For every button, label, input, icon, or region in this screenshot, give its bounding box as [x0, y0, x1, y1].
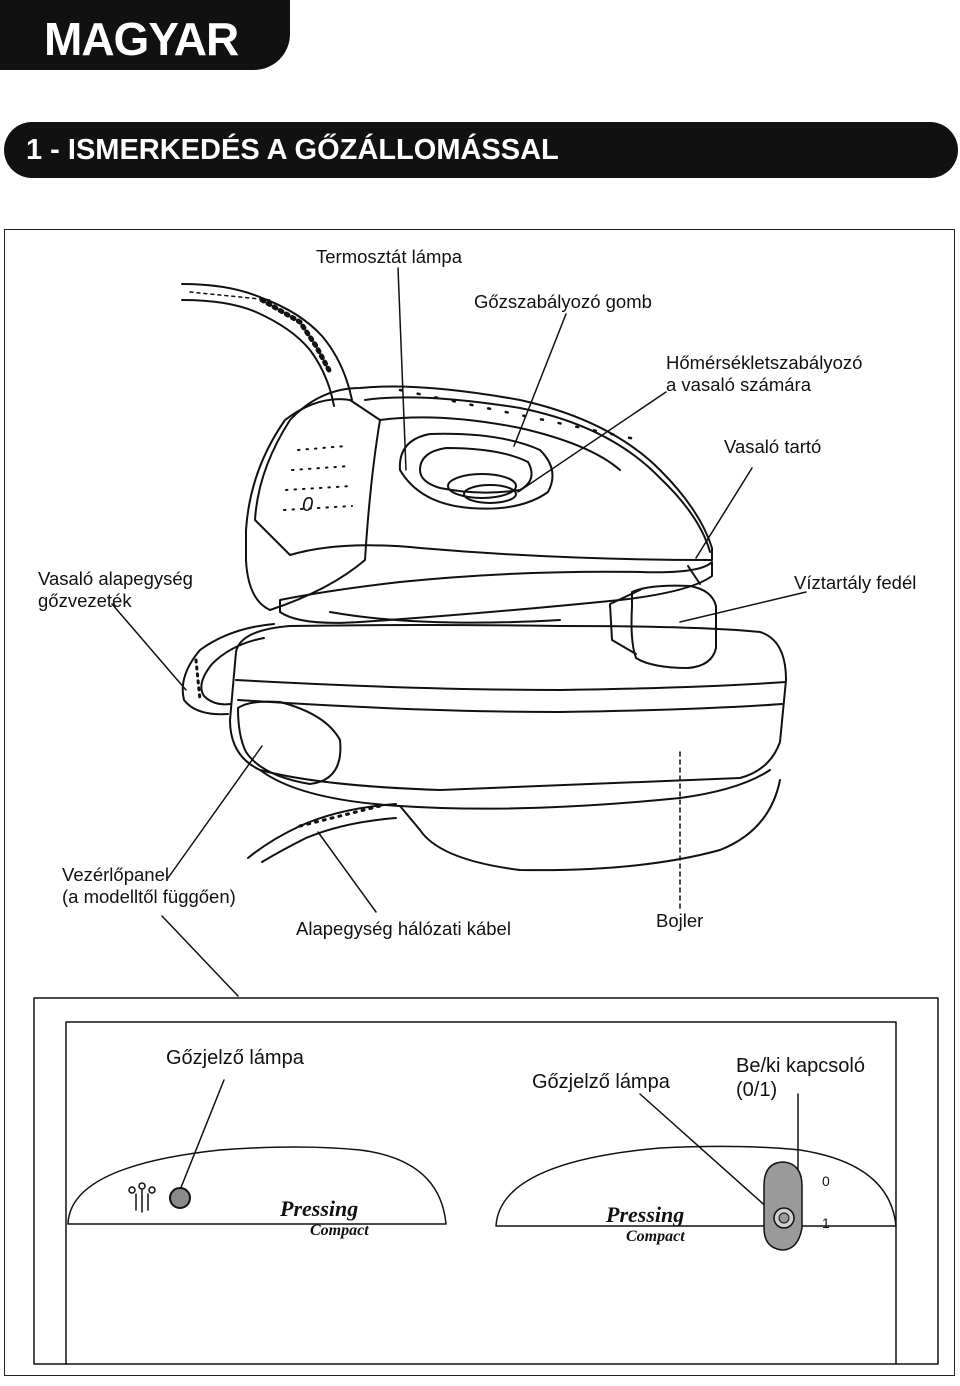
brand-right-line1: Pressing — [606, 1202, 685, 1227]
label-left-steam-lamp: Gőzjelző lámpa — [166, 1047, 304, 1069]
label-power-cord: Alapegység hálózati kábel — [296, 918, 511, 939]
iron-dial-mark: 0 — [302, 494, 314, 516]
brand-right-line2: Compact — [626, 1228, 685, 1245]
section-title-bar: 1 - ISMERKEDÉS A GŐZÁLLOMÁSSAL — [4, 122, 958, 178]
label-steam-knob: Gőzszabályozó gomb — [474, 291, 652, 312]
label-tank-cap: Víztartály fedél — [794, 572, 917, 593]
right-panel-shape — [495, 1145, 897, 1227]
label-control-panel-1: Vezérlőpanel — [62, 864, 169, 885]
label-iron-rest: Vasaló tartó — [724, 436, 822, 457]
callout-leaders — [111, 267, 807, 997]
label-steam-cord-2: gőzvezeték — [38, 590, 132, 611]
label-switch-2: (0/1) — [736, 1079, 778, 1101]
switch-on-mark: 1 — [822, 1215, 830, 1231]
steam-icon — [128, 1182, 156, 1213]
steam-lamp-left — [169, 1187, 191, 1209]
iron — [245, 385, 713, 624]
label-temp-control-2: a vasaló számára — [666, 374, 811, 395]
language-label: MAGYAR — [44, 13, 239, 65]
power-switch[interactable] — [763, 1161, 803, 1251]
label-control-panel-2: (a modelltől függően) — [62, 886, 236, 907]
label-switch-1: Be/ki kapcsoló — [736, 1055, 865, 1077]
base-unit — [229, 565, 787, 872]
label-right-steam-lamp: Gőzjelző lámpa — [532, 1071, 670, 1093]
label-temp-control-1: Hőmérsékletszabályozó — [666, 352, 863, 373]
left-panel-shape — [67, 1146, 447, 1225]
panel-detail-frame — [33, 997, 939, 1365]
label-steam-cord-1: Vasaló alapegység — [38, 568, 193, 589]
language-tab: MAGYAR — [0, 0, 290, 70]
label-thermostat-lamp: Termosztát lámpa — [316, 246, 462, 267]
power-cord — [247, 803, 397, 863]
brand-left-line2: Compact — [310, 1222, 369, 1239]
base-hose — [181, 623, 275, 716]
label-boiler: Bojler — [656, 910, 704, 931]
section-title: 1 - ISMERKEDÉS A GŐZÁLLOMÁSSAL — [26, 134, 559, 166]
illustration-frame — [4, 229, 955, 1376]
iron-hose — [181, 283, 353, 407]
switch-off-mark: 0 — [822, 1173, 830, 1189]
brand-left-line1: Pressing — [280, 1196, 359, 1221]
